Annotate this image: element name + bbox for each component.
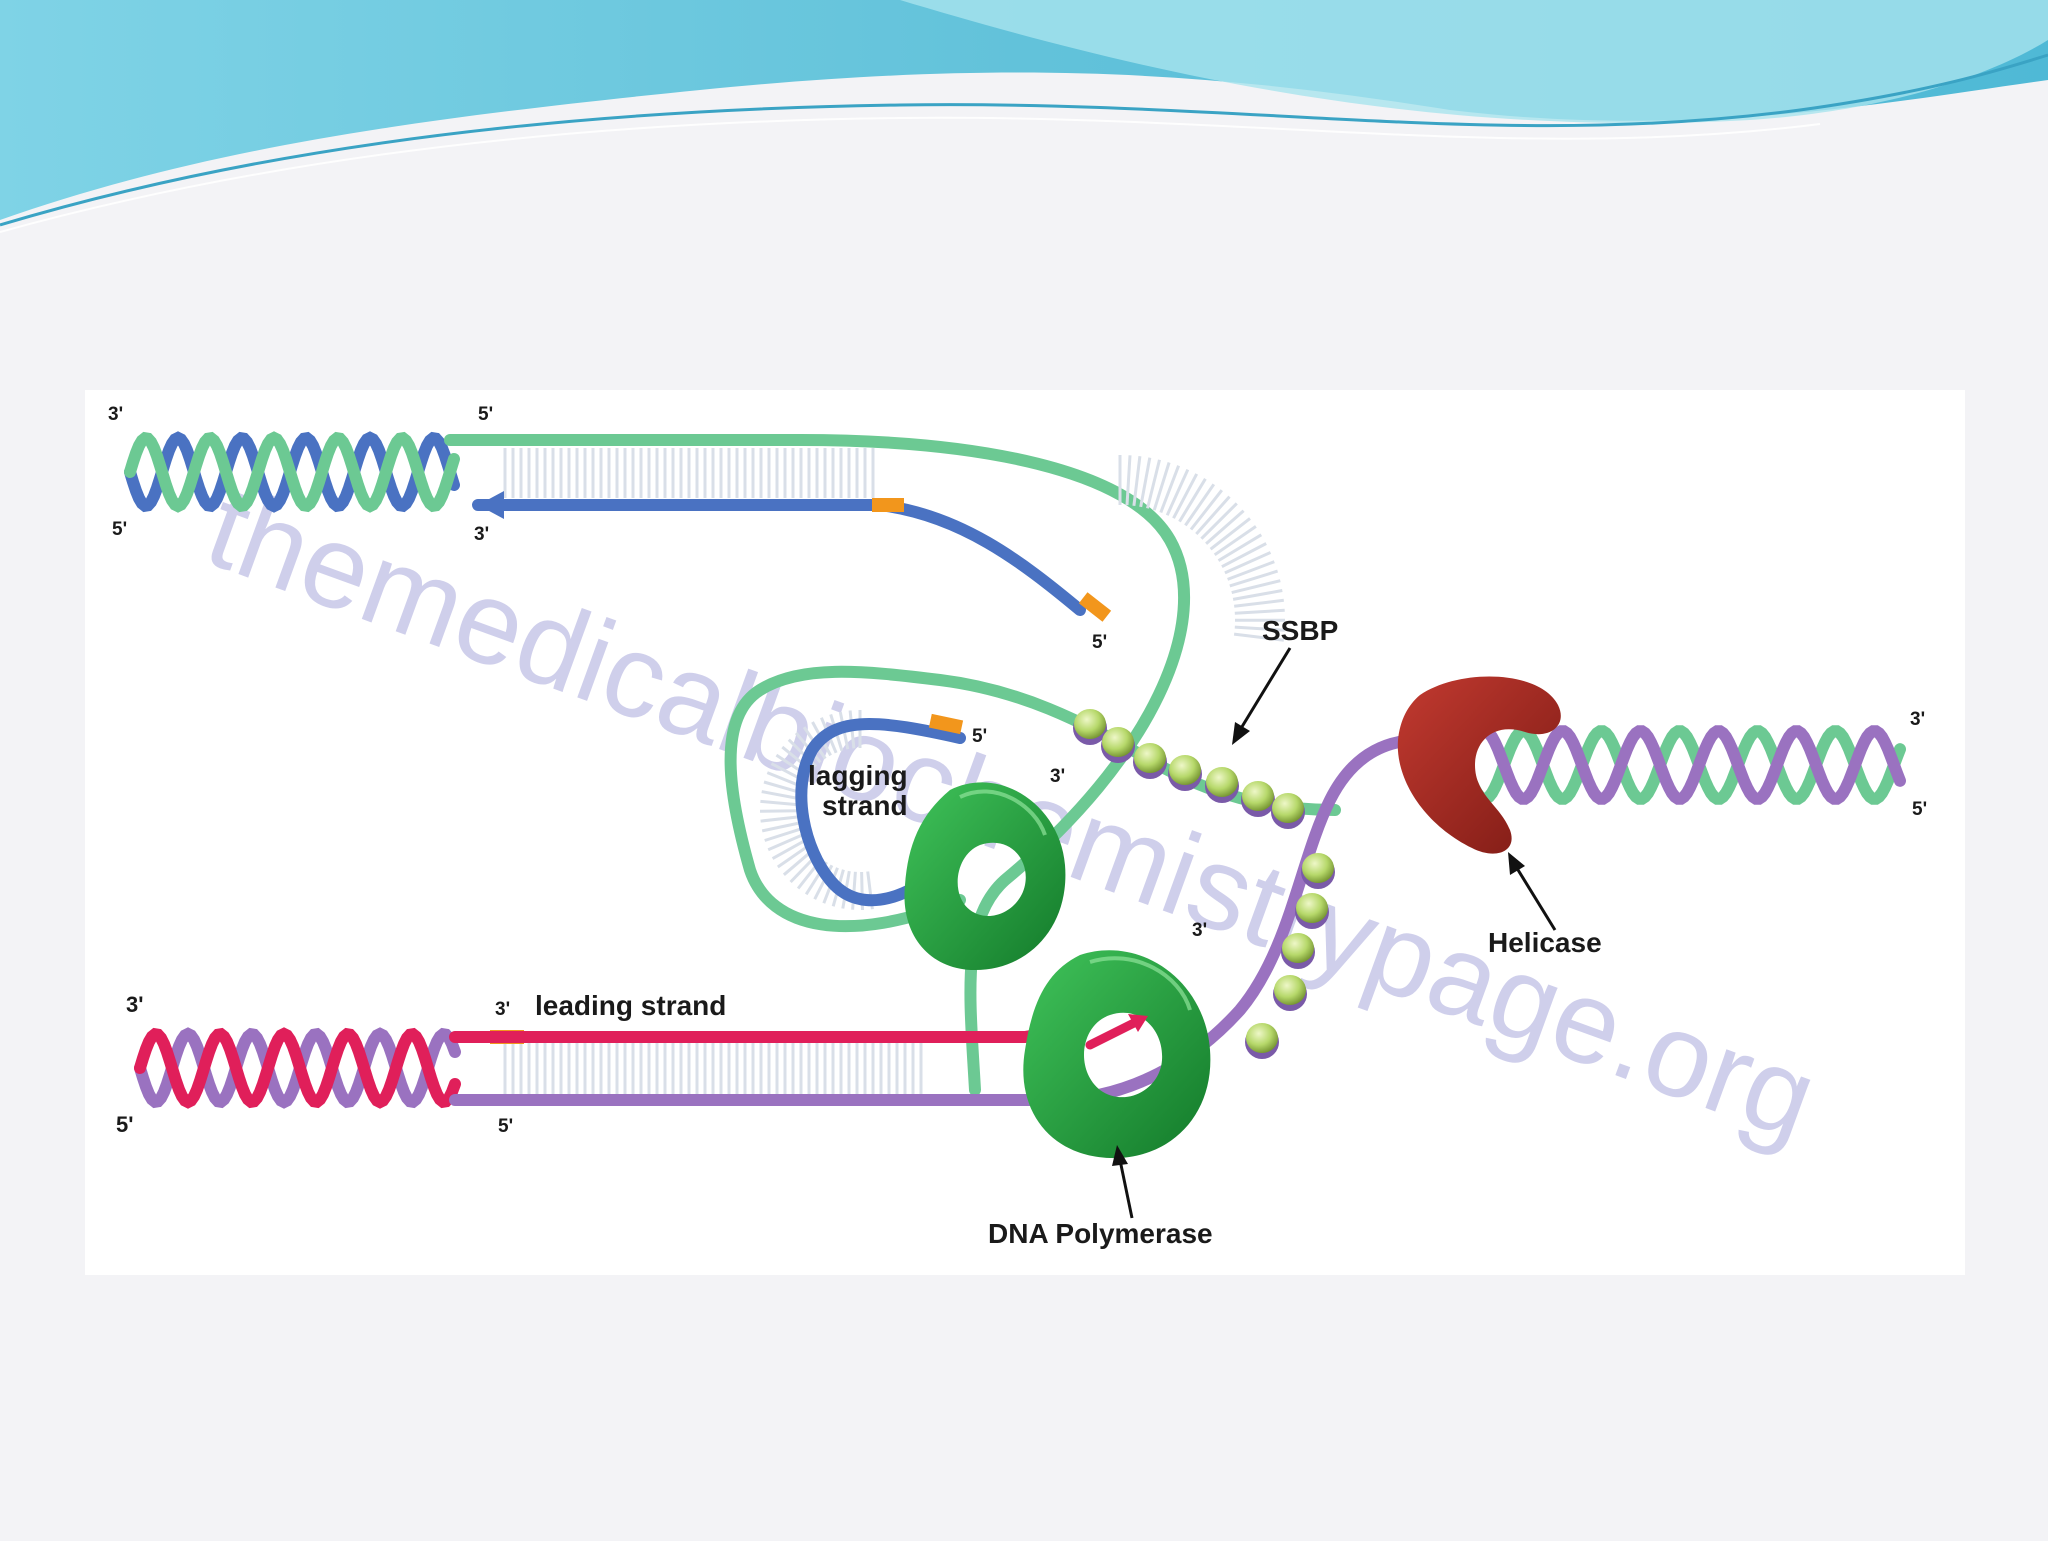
ssbp-bead bbox=[1133, 743, 1167, 779]
ssbp-bead bbox=[1168, 755, 1202, 791]
end-label: 3' bbox=[495, 999, 510, 1020]
base-pair-rung bbox=[760, 811, 798, 812]
end-label: 3' bbox=[1192, 920, 1207, 941]
ssbp-bead bbox=[1205, 767, 1239, 803]
label-ssbp: SSBP bbox=[1262, 615, 1338, 646]
end-label: 5' bbox=[478, 404, 493, 425]
label-lagging-strand-line1: lagging bbox=[808, 760, 908, 791]
label-leading-strand: leading strand bbox=[535, 990, 726, 1021]
ssbp-bead bbox=[1073, 709, 1107, 745]
end-label: 5' bbox=[972, 726, 987, 747]
end-label: 3' bbox=[474, 524, 489, 545]
ssbp-bead bbox=[1101, 727, 1135, 763]
end-label: 5' bbox=[116, 1112, 133, 1137]
ssbp-bead bbox=[1271, 793, 1305, 829]
end-label: 3' bbox=[1050, 766, 1065, 787]
end-label: 5' bbox=[1912, 799, 1927, 820]
end-label: 3' bbox=[108, 404, 123, 425]
header-wave bbox=[0, 0, 2048, 232]
end-label: 3' bbox=[1910, 709, 1925, 730]
end-label: 5' bbox=[498, 1116, 513, 1137]
end-label: 3' bbox=[126, 992, 143, 1017]
ssbp-bead bbox=[1245, 1023, 1279, 1059]
ssbp-bead bbox=[1281, 933, 1315, 969]
ssbp-bead bbox=[1273, 975, 1307, 1011]
end-label: 5' bbox=[112, 519, 127, 540]
label-helicase: Helicase bbox=[1488, 927, 1602, 958]
ssbp-bead bbox=[1295, 893, 1329, 929]
label-lagging-strand-line2: strand bbox=[822, 790, 908, 821]
ssbp-bead bbox=[1301, 853, 1335, 889]
ssbp-bead bbox=[1241, 781, 1275, 817]
label-dna-polymerase: DNA Polymerase bbox=[988, 1218, 1213, 1249]
end-label: 5' bbox=[1092, 632, 1107, 653]
